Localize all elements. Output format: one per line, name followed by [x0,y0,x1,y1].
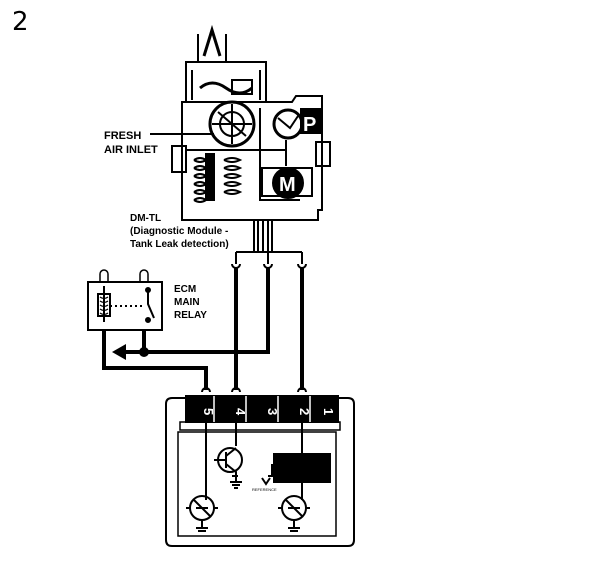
svg-text:ECM: ECM [174,284,196,295]
svg-text:AIR INLET: AIR INLET [104,144,158,156]
svg-text:RELAY: RELAY [174,310,207,321]
pin-label: 5 [201,408,216,415]
pin-label: 3 [265,408,280,415]
pin-label: 4 [233,408,248,416]
pump-marker: P [300,108,322,136]
pin-label: 1 [321,408,336,415]
pin-label: 2 [297,408,312,415]
dmtl-module [171,24,331,221]
connector-pins: 5 4 3 2 1 [201,408,336,416]
svg-text:(Diagnostic Module -: (Diagnostic Module - [130,226,228,237]
svg-text:FRESH: FRESH [104,130,141,142]
svg-text:P: P [303,114,316,136]
ecm-main-relay [87,269,163,331]
svg-text:DM-TL: DM-TL [130,213,161,224]
svg-text:M: M [279,174,296,196]
module-connector [231,219,307,269]
svg-text:MAIN: MAIN [174,297,200,308]
motor-symbol: M [272,167,304,199]
dmtl-label: DM-TL (Diagnostic Module - Tank Leak det… [130,213,229,250]
ecu-internal [186,422,331,532]
svg-text:Tank Leak detection): Tank Leak detection) [130,239,229,250]
fresh-air-inlet-label: FRESH AIR INLET [104,130,214,156]
junction-dot [139,347,149,357]
step-number: 2 [12,7,29,37]
reference-text: REFERENCE [252,487,277,492]
control-unit [165,387,355,547]
arrow-to-supply [112,344,126,360]
ecm-relay-label: ECM MAIN RELAY [174,284,207,321]
